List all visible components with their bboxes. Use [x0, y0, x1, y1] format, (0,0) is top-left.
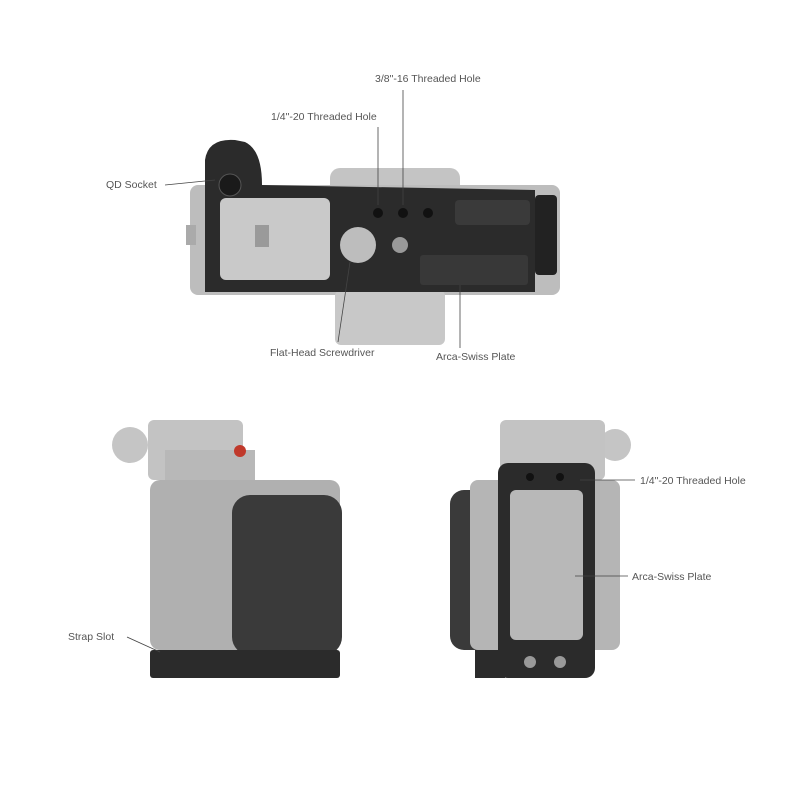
- left-side-view: [112, 420, 342, 678]
- label-14-threaded-hole-side: 1/4"-20 Threaded Hole: [640, 475, 746, 487]
- right-side-view: [450, 420, 631, 678]
- label-qd-socket: QD Socket: [106, 179, 157, 191]
- label-arca-swiss-plate-top: Arca-Swiss Plate: [436, 351, 516, 363]
- top-view-cage: [205, 139, 557, 292]
- label-14-threaded-hole-top: 1/4"-20 Threaded Hole: [271, 111, 377, 123]
- label-arca-swiss-plate-side: Arca-Swiss Plate: [632, 571, 712, 583]
- wood-grip: [232, 495, 342, 655]
- label-strap-slot: Strap Slot: [68, 631, 114, 643]
- label-flat-head-screwdriver: Flat-Head Screwdriver: [270, 347, 375, 359]
- leader-lines: [126, 90, 635, 653]
- label-38-threaded-hole: 3/8"-16 Threaded Hole: [375, 73, 481, 85]
